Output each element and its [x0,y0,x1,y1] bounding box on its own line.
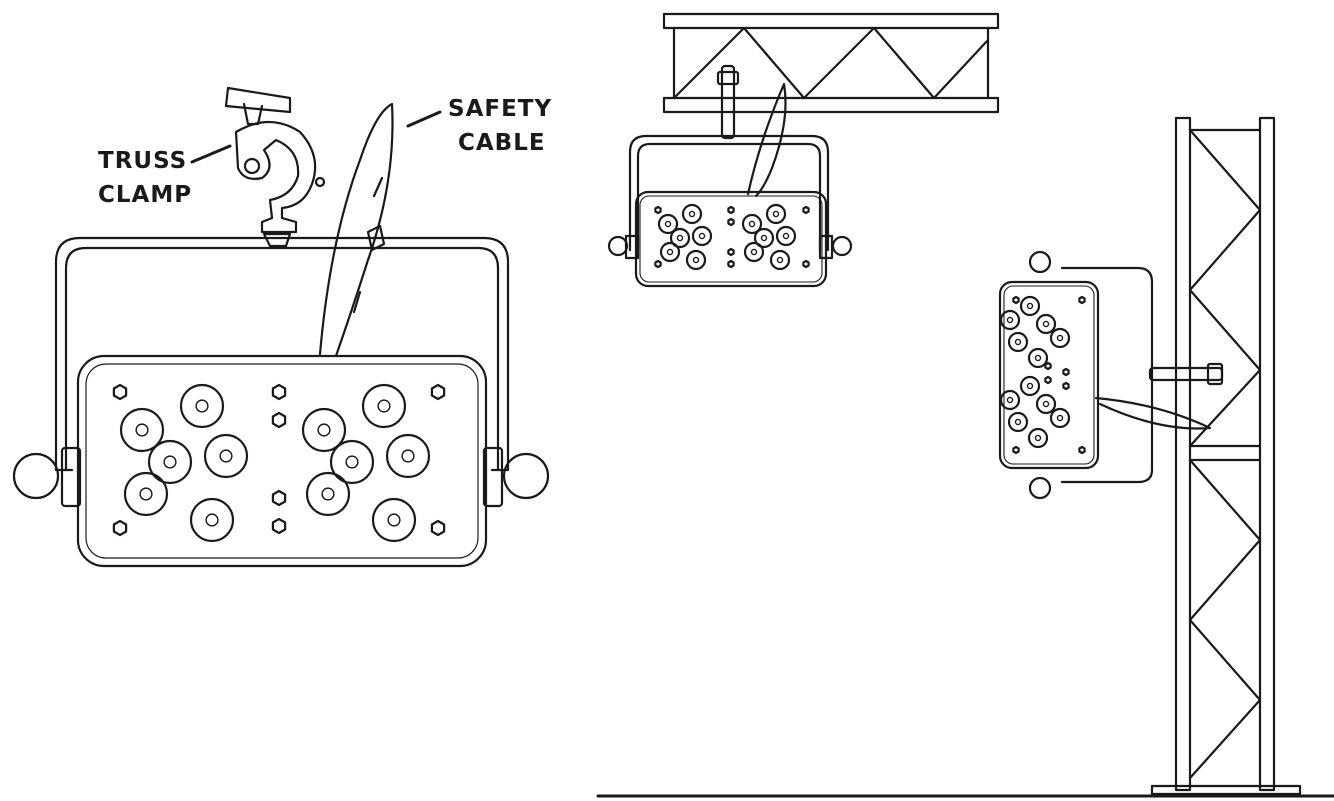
led-lens [765,203,787,225]
screw-icon [1044,375,1052,385]
led-lens [753,227,775,249]
led-lens [1019,295,1041,317]
fixture-body [76,354,488,568]
led-lens [123,471,169,517]
horizontal-truss [662,12,1000,114]
screw-icon [271,383,287,401]
led-lens [301,407,347,453]
led-lens [669,227,691,249]
screw-icon [727,217,735,227]
side-mounted-fixture [998,250,1224,500]
led-lens [1027,347,1049,369]
screw-icon [1012,295,1020,305]
truss-clamp-label: TRUSS CLAMP [98,148,192,208]
safety-cable [318,102,394,358]
screw-icon [112,519,128,537]
led-lens [147,439,193,485]
screw-icon [1062,381,1070,391]
led-lens [189,497,235,543]
screw-icon [727,205,735,215]
led-lens [371,497,417,543]
safety-cable-pointer [406,110,442,128]
led-lens [361,383,407,429]
truss-clamp-label-line1: TRUSS [98,148,187,174]
led-lens [119,407,165,453]
truss-clamp-pointer [190,144,232,164]
led-lens [1007,411,1029,433]
led-lens [743,241,765,263]
led-lens [999,389,1021,411]
screw-icon [1044,361,1052,371]
led-lens [691,225,713,247]
led-lens-array-side [999,295,1086,455]
screw-icon [654,205,662,215]
screw-icon [271,411,287,429]
led-lens [1049,327,1071,349]
led-lens [329,439,375,485]
led-lens [769,249,791,271]
large-fixture [12,236,550,568]
screw-icon [654,259,662,269]
screw-icon [1078,295,1086,305]
screw-icon [112,383,128,401]
led-lens-array [119,383,431,543]
led-lens [657,213,679,235]
led-lens [999,309,1021,331]
vertical-truss [1150,116,1302,796]
screw-icon [1062,367,1070,377]
led-lens [775,225,797,247]
led-lens [203,433,249,479]
screw-icon [727,259,735,269]
screw-icon [271,517,287,535]
screw-array [112,383,446,537]
yoke-knob-left [12,446,82,508]
led-lens [1019,375,1041,397]
led-lens-array-hung [654,203,810,271]
led-lens [305,471,351,517]
led-lens [179,383,225,429]
led-lens [685,249,707,271]
led-lens [1049,407,1071,429]
screw-icon [1078,445,1086,455]
truss-clamp-label-line2: CLAMP [98,182,192,208]
hung-fixture [607,64,853,288]
screw-icon [271,489,287,507]
led-lens [681,203,703,225]
led-lens [385,433,431,479]
safety-cable-label-line2: CABLE [458,130,546,156]
led-lens [659,241,681,263]
screw-icon [430,383,446,401]
screw-icon [727,247,735,257]
led-lens [1027,427,1049,449]
screw-icon [802,259,810,269]
led-lens [1007,331,1029,353]
screw-icon [430,519,446,537]
safety-cable-label-line1: SAFETY [448,96,552,122]
screw-icon [1012,445,1020,455]
screw-icon [802,205,810,215]
yoke-bracket [54,236,510,472]
yoke-knob-right [482,446,550,508]
truss-clamp [224,86,326,248]
led-lens [1035,393,1057,415]
led-lens [741,213,763,235]
led-lens [1035,313,1057,335]
safety-cable-label: SAFETY CABLE [448,96,552,156]
